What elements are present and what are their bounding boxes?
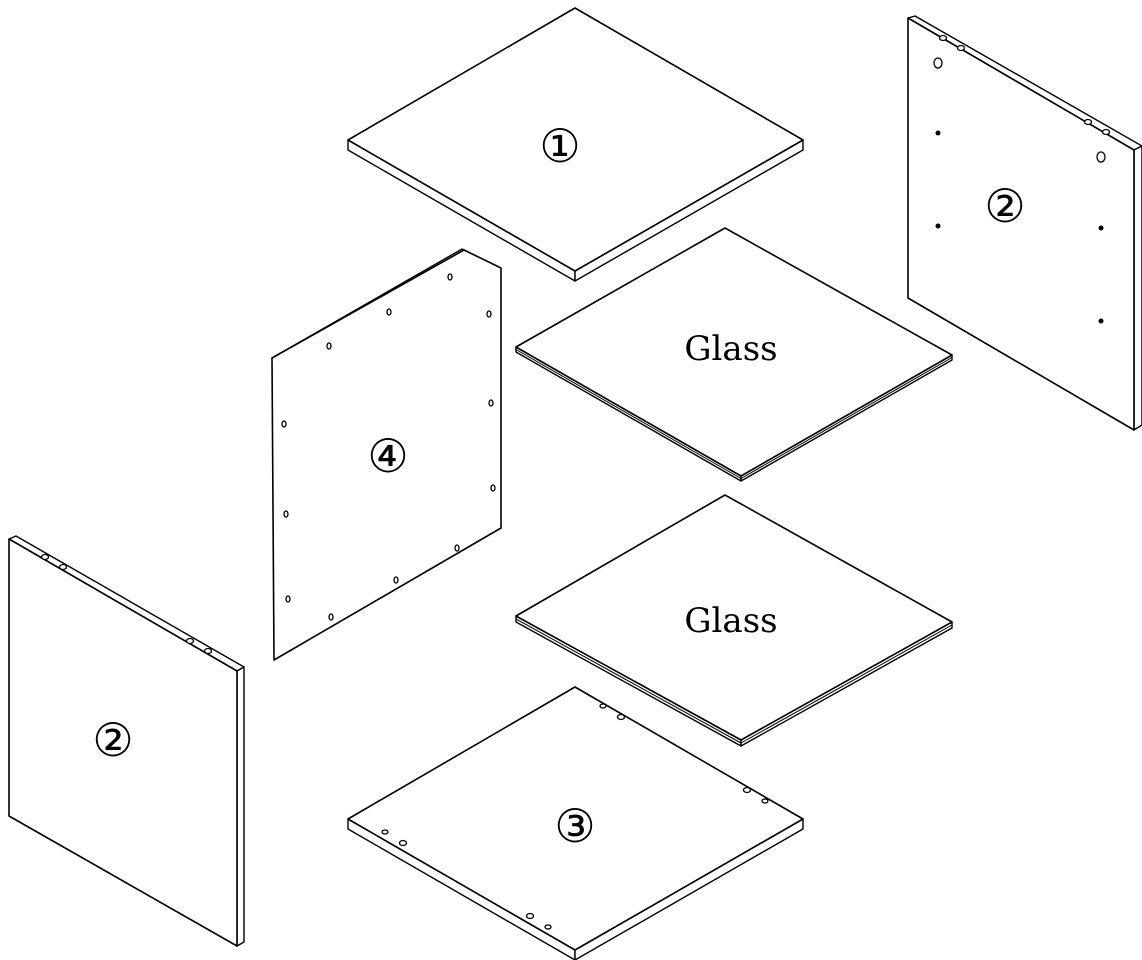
screw-hole	[488, 399, 494, 407]
dowel-hole	[1083, 118, 1093, 126]
dowel-hole	[398, 839, 408, 847]
dowel-hole	[381, 829, 389, 835]
glass-shelf-upper: Glass	[515, 227, 953, 482]
top-panel-label: ①	[539, 119, 580, 173]
dowel-hole	[185, 637, 195, 645]
screw-hole	[386, 308, 392, 316]
side-panel-left: ②	[8, 535, 245, 947]
screw-hole	[447, 273, 453, 281]
side-panel-right: ②	[907, 15, 1142, 431]
bottom-panel: ③	[347, 686, 804, 960]
dowel-hole	[544, 924, 552, 930]
screw-hole	[490, 484, 496, 492]
glass-shelf-lower: Glass	[515, 494, 953, 747]
dowel-hole	[1096, 151, 1106, 163]
dowel-hole	[938, 34, 948, 42]
side-panel-right-label: ②	[984, 179, 1025, 233]
screw-hole	[283, 510, 289, 518]
screw-hole	[393, 576, 399, 584]
top-panel: ①	[347, 7, 804, 282]
dowel-hole	[203, 647, 213, 655]
dowel-hole	[40, 553, 50, 561]
glass-shelf-lower-label: Glass	[684, 601, 777, 641]
dowel-hole	[525, 912, 535, 920]
dowel-hole	[956, 44, 966, 52]
dowel-hole	[58, 563, 68, 571]
screw-hole	[454, 544, 460, 552]
back-panel-label: ④	[367, 429, 408, 483]
dowel-hole	[616, 713, 626, 721]
screw-hole	[281, 420, 287, 428]
screw-hole	[326, 342, 332, 350]
screw-hole	[328, 613, 334, 621]
bottom-panel-label: ③	[554, 799, 595, 853]
screw-hole	[1098, 318, 1104, 324]
dowel-hole	[599, 703, 607, 709]
dowel-hole	[761, 798, 769, 804]
dowel-hole	[1101, 128, 1111, 136]
screw-hole	[285, 595, 291, 603]
screw-hole	[486, 310, 492, 318]
dowel-hole	[742, 786, 752, 794]
back-panel: ④	[271, 248, 502, 661]
screw-hole	[1098, 225, 1104, 231]
screw-hole	[935, 130, 941, 136]
screw-hole	[935, 223, 941, 229]
dowel-hole	[933, 57, 943, 69]
side-panel-left-label: ②	[92, 713, 133, 767]
glass-shelf-upper-label: Glass	[684, 329, 777, 369]
